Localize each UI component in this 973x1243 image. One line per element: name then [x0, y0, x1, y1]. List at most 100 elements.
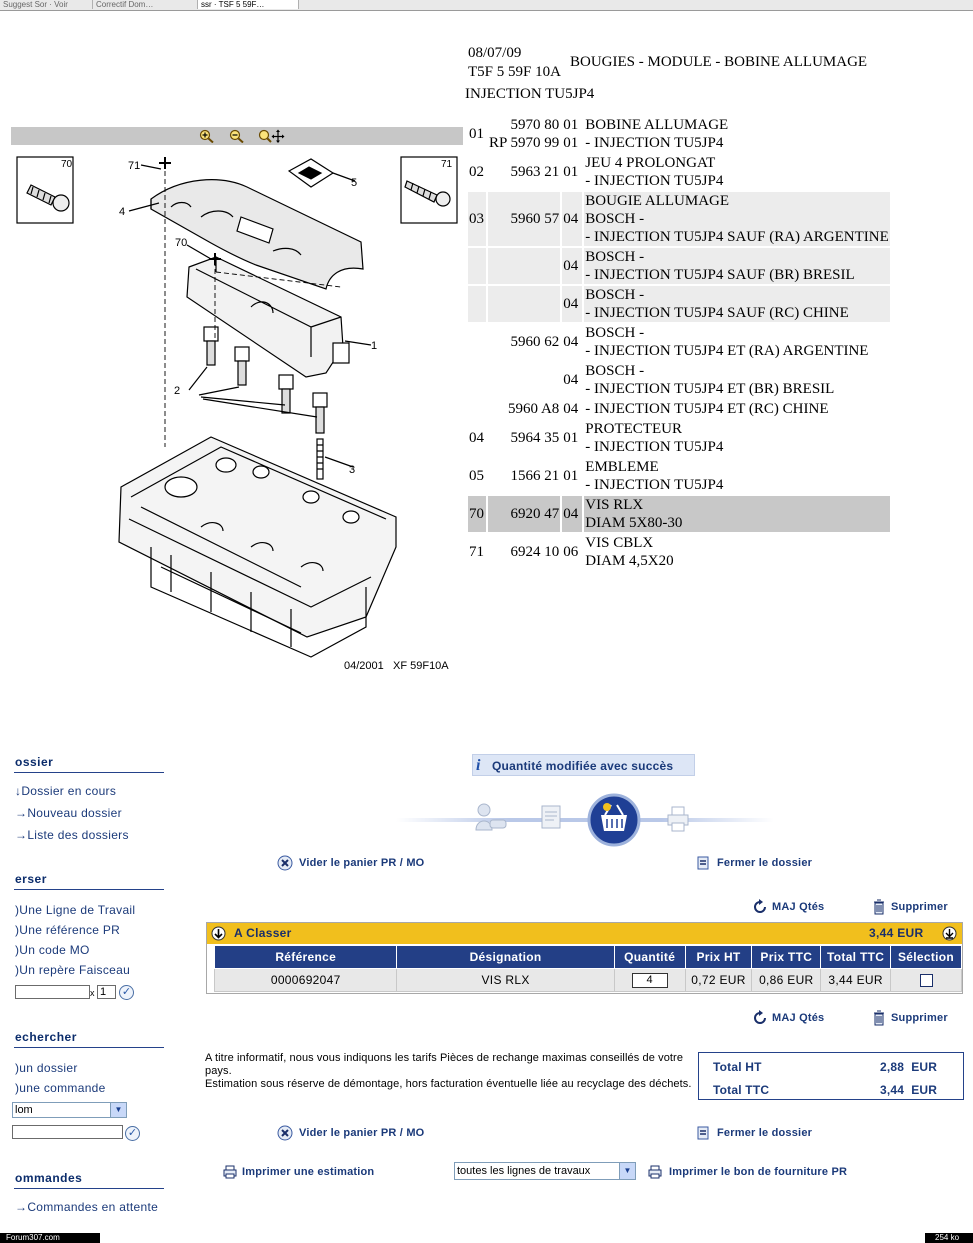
part-reference: 5960 62 [510, 334, 560, 350]
part-description-line: - INJECTION TU5JP4 ET (BR) BRESIL [585, 381, 835, 397]
nav-link-liste-dossiers[interactable]: →Liste des dossiers [15, 828, 129, 842]
parts-code: T5F 5 59F 10A [468, 64, 561, 80]
screw-71-box [400, 156, 458, 224]
total-ttc-label: Total TTC [713, 1083, 770, 1097]
box-label-70: 70 [61, 159, 73, 170]
callout-1: 1 [371, 340, 377, 352]
cell-total-ttc: 3,44 EUR [820, 968, 891, 992]
part-description-line: JEU 4 PROLONGAT [585, 155, 716, 171]
nav-link-search-dossier[interactable]: )un dossier [15, 1061, 78, 1075]
totals-box: Total HT 2,88 EUR Total TTC 3,44 EUR [698, 1052, 964, 1100]
nav-divider [14, 1188, 164, 1189]
selection-checkbox[interactable] [919, 974, 933, 988]
printer-step-icon[interactable] [664, 803, 692, 833]
screw-70-box [16, 156, 74, 224]
part-description-line: DIAM 4,5X20 [585, 553, 674, 569]
part-quantity: 04 [562, 496, 583, 532]
tab-3[interactable]: ssr · TSF 5 59F… [198, 0, 299, 9]
footer-watermark: Forum307.com [0, 1233, 100, 1243]
col-prix-ttc: Prix TTC [751, 945, 822, 969]
total-ht-value: 2,88 EUR [880, 1060, 938, 1074]
part-description: - INJECTION TU5JP4 ET (RC) CHINE [584, 400, 889, 418]
search-input[interactable] [12, 1125, 123, 1139]
zoom-pan-icon[interactable] [258, 129, 286, 143]
total-ttc-value: 3,44 EUR [880, 1083, 938, 1097]
part-quantity: 04 [562, 286, 583, 322]
part-description: BOBINE ALLUMAGE- INJECTION TU5JP4 [584, 116, 889, 152]
part-quantity: 06 [563, 544, 579, 560]
bullet-icon: ) [15, 1081, 20, 1095]
nav-link-dossier-en-cours[interactable]: ↓Dossier en cours [15, 784, 117, 798]
part-description-line: - INJECTION TU5JP4 [585, 439, 724, 455]
exploded-parts-diagram: 70 71 71 4 5 70 1 2 3 04/2001 XF 59F10A [16, 156, 458, 672]
zoom-in-icon[interactable] [199, 129, 214, 143]
diagram-toolbar [11, 127, 463, 145]
nav-divider [14, 772, 164, 773]
part-description-line: VIS RLX [585, 497, 644, 513]
cell-selection [890, 968, 962, 992]
part-description-line: DIAM 5X80-30 [585, 515, 683, 531]
part-reference [488, 248, 561, 284]
part-description: EMBLEME- INJECTION TU5JP4 [584, 458, 889, 494]
cell-quantite: 4 [613, 968, 686, 992]
print-scope-select[interactable]: toutes les lignes de travaux ▼ [454, 1162, 636, 1180]
printer-icon [648, 1165, 662, 1179]
nav-divider [14, 1047, 164, 1048]
quantity-input[interactable]: 1 [97, 985, 116, 999]
part-number [468, 286, 486, 322]
checkmark-icon: ✓ [121, 986, 132, 998]
search-type-select[interactable]: lom ▼ [12, 1102, 127, 1118]
part-quantity: 04 [563, 372, 579, 388]
customer-step-icon[interactable] [472, 800, 508, 836]
part-reference: 5960 57 [488, 192, 561, 246]
part-reference: 1566 21 [510, 468, 560, 484]
col-prix-ht: Prix HT [684, 945, 753, 969]
validate-verser-button[interactable]: ✓ [119, 985, 134, 1000]
nav-link-repere-faisceau[interactable]: )Un repère Faisceau [15, 963, 131, 977]
reference-input[interactable] [15, 985, 90, 999]
nav-link-search-commande[interactable]: )une commande [15, 1081, 106, 1095]
nav-dossier-heading: ossier [15, 755, 54, 769]
part-quantity: 01 [563, 468, 579, 484]
clear-icon [277, 855, 293, 871]
part-description-line: BOBINE ALLUMAGE [585, 117, 729, 133]
part-description-line: - INJECTION TU5JP4 ET (RC) CHINE [585, 401, 829, 417]
tab-2[interactable]: Correctif Dom… [93, 0, 198, 9]
collapse-icon[interactable] [211, 926, 226, 941]
part-description: BOSCH -- INJECTION TU5JP4 SAUF (BR) BRES… [584, 248, 890, 284]
zoom-out-icon[interactable] [229, 129, 244, 143]
nav-link-ligne-travail[interactable]: )Une Ligne de Travail [15, 903, 136, 917]
part-description-line: PROTECTEUR [585, 421, 682, 437]
screw-70-icon [26, 184, 70, 212]
nav-link-commandes-attente[interactable]: →Commandes en attente [15, 1200, 159, 1214]
close-folder-icon [697, 856, 709, 870]
nav-rechercher-heading: echercher [15, 1030, 77, 1044]
part-description-line: - INJECTION TU5JP4 SAUF (BR) BRESIL [585, 267, 855, 283]
part-number [468, 324, 486, 360]
validate-search-button[interactable]: ✓ [125, 1126, 140, 1141]
part-number: 70 [468, 496, 486, 532]
part-quantity: 04 [562, 248, 583, 284]
part-number: 05 [469, 468, 484, 484]
part-reference: 5963 21 [510, 164, 560, 180]
browser-tab-strip: Suggest Sor · Voir Correctif Dom… ssr · … [0, 0, 973, 11]
basket-step-icon[interactable] [587, 793, 641, 847]
document-step-icon[interactable] [536, 800, 566, 832]
bullet-icon: ) [15, 923, 20, 937]
part-number [468, 362, 486, 398]
tab-1[interactable]: Suggest Sor · Voir [0, 0, 93, 9]
nav-link-nouveau-dossier[interactable]: →Nouveau dossier [15, 806, 122, 820]
quantity-field[interactable]: 4 [631, 973, 668, 988]
nav-link-code-mo[interactable]: )Un code MO [15, 943, 90, 957]
download-icon[interactable] [942, 926, 957, 941]
nav-link-reference-pr[interactable]: )Une référence PR [15, 923, 121, 937]
steps-track [396, 818, 774, 822]
part-reference [488, 362, 560, 398]
success-notice-text: Quantité modifiée avec succès [492, 759, 674, 773]
part-reference: 5960 A8 [508, 401, 560, 417]
cell-designation: VIS RLX [396, 968, 615, 992]
